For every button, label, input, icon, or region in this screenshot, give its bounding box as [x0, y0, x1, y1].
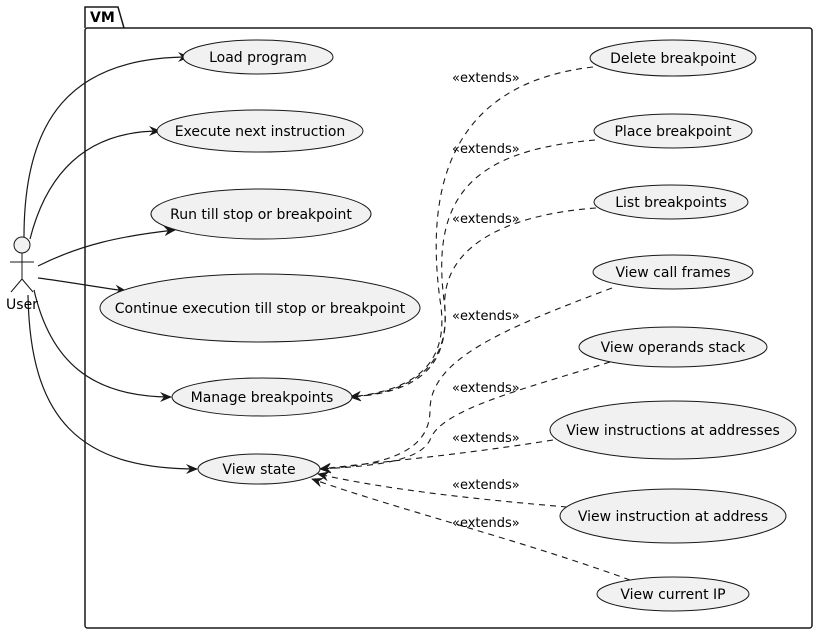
extend-label: «extends» — [452, 212, 520, 227]
usecase-label: View state — [222, 462, 295, 478]
package-name: VM — [90, 10, 115, 26]
usecase-view-current-ip[interactable]: View current IP — [596, 576, 750, 612]
extend-lines — [311, 66, 631, 581]
extend-place-breakpoint — [349, 139, 596, 402]
usecase-view-call-frames[interactable]: View call frames — [592, 254, 754, 290]
usecase-manage-breakpoints[interactable]: Manage breakpoints — [171, 377, 353, 417]
extend-view-current-ip — [311, 477, 631, 581]
extend-label: «extends» — [452, 381, 520, 396]
package-tab — [84, 6, 125, 29]
extend-label: «extends» — [452, 431, 520, 446]
usecase-label: View operands stack — [601, 340, 747, 356]
usecase-view-state[interactable]: View state — [197, 453, 321, 485]
usecase-view-instruction-at-address[interactable]: View instruction at address — [559, 488, 787, 544]
stick-figure-icon — [10, 236, 34, 293]
usecase-label: View instruction at address — [578, 509, 768, 525]
usecase-label: Manage breakpoints — [191, 390, 334, 406]
extend-label: «extends» — [452, 478, 520, 493]
usecase-label: View current IP — [620, 587, 725, 603]
extend-view-instructions-at-addresses — [319, 439, 554, 473]
usecase-load-program[interactable]: Load program — [182, 39, 334, 75]
extend-label: «extends» — [452, 142, 520, 157]
actor-user[interactable]: User — [6, 236, 38, 313]
usecase-run-till-stop[interactable]: Run till stop or breakpoint — [150, 188, 372, 240]
usecase-label: Run till stop or breakpoint — [170, 207, 352, 223]
usecase-label: Continue execution till stop or breakpoi… — [115, 301, 406, 317]
usecase-label: Place breakpoint — [614, 124, 732, 140]
actor-name: User — [6, 297, 38, 313]
extend-labels: «extends» «extends» «extends» «extends» … — [452, 71, 520, 531]
association-load-program — [23, 52, 190, 238]
association-run-till-stop — [37, 226, 176, 267]
extend-view-call-frames — [319, 287, 613, 474]
usecase-label: Load program — [209, 50, 307, 66]
association-view-state — [27, 294, 198, 474]
usecase-execute-next-instruction[interactable]: Execute next instruction — [156, 109, 364, 153]
usecase-label: Execute next instruction — [175, 124, 346, 140]
usecase-continue-execution[interactable]: Continue execution till stop or breakpoi… — [99, 273, 421, 343]
usecase-label: Delete breakpoint — [610, 51, 736, 67]
extend-label: «extends» — [452, 309, 520, 324]
association-execute-next-instruction — [29, 126, 161, 240]
extend-label: «extends» — [452, 71, 520, 86]
usecase-view-instructions-at-addresses[interactable]: View instructions at addresses — [549, 400, 797, 460]
usecase-list-breakpoints[interactable]: List breakpoints — [593, 184, 749, 220]
usecase-label: List breakpoints — [615, 195, 727, 211]
association-lines — [23, 52, 198, 474]
usecase-delete-breakpoint[interactable]: Delete breakpoint — [589, 39, 757, 77]
extend-label: «extends» — [452, 516, 520, 531]
usecase-view-operands-stack[interactable]: View operands stack — [578, 326, 768, 368]
association-manage-breakpoints — [33, 289, 172, 402]
usecase-place-breakpoint[interactable]: Place breakpoint — [593, 113, 753, 149]
association-continue-execution — [37, 277, 127, 295]
usecase-label: View call frames — [616, 265, 731, 281]
usecases: Load program Execute next instruction Ru… — [99, 39, 797, 612]
usecase-label: View instructions at addresses — [566, 423, 780, 439]
extend-list-breakpoints — [349, 207, 597, 402]
extend-delete-breakpoint — [349, 66, 594, 401]
